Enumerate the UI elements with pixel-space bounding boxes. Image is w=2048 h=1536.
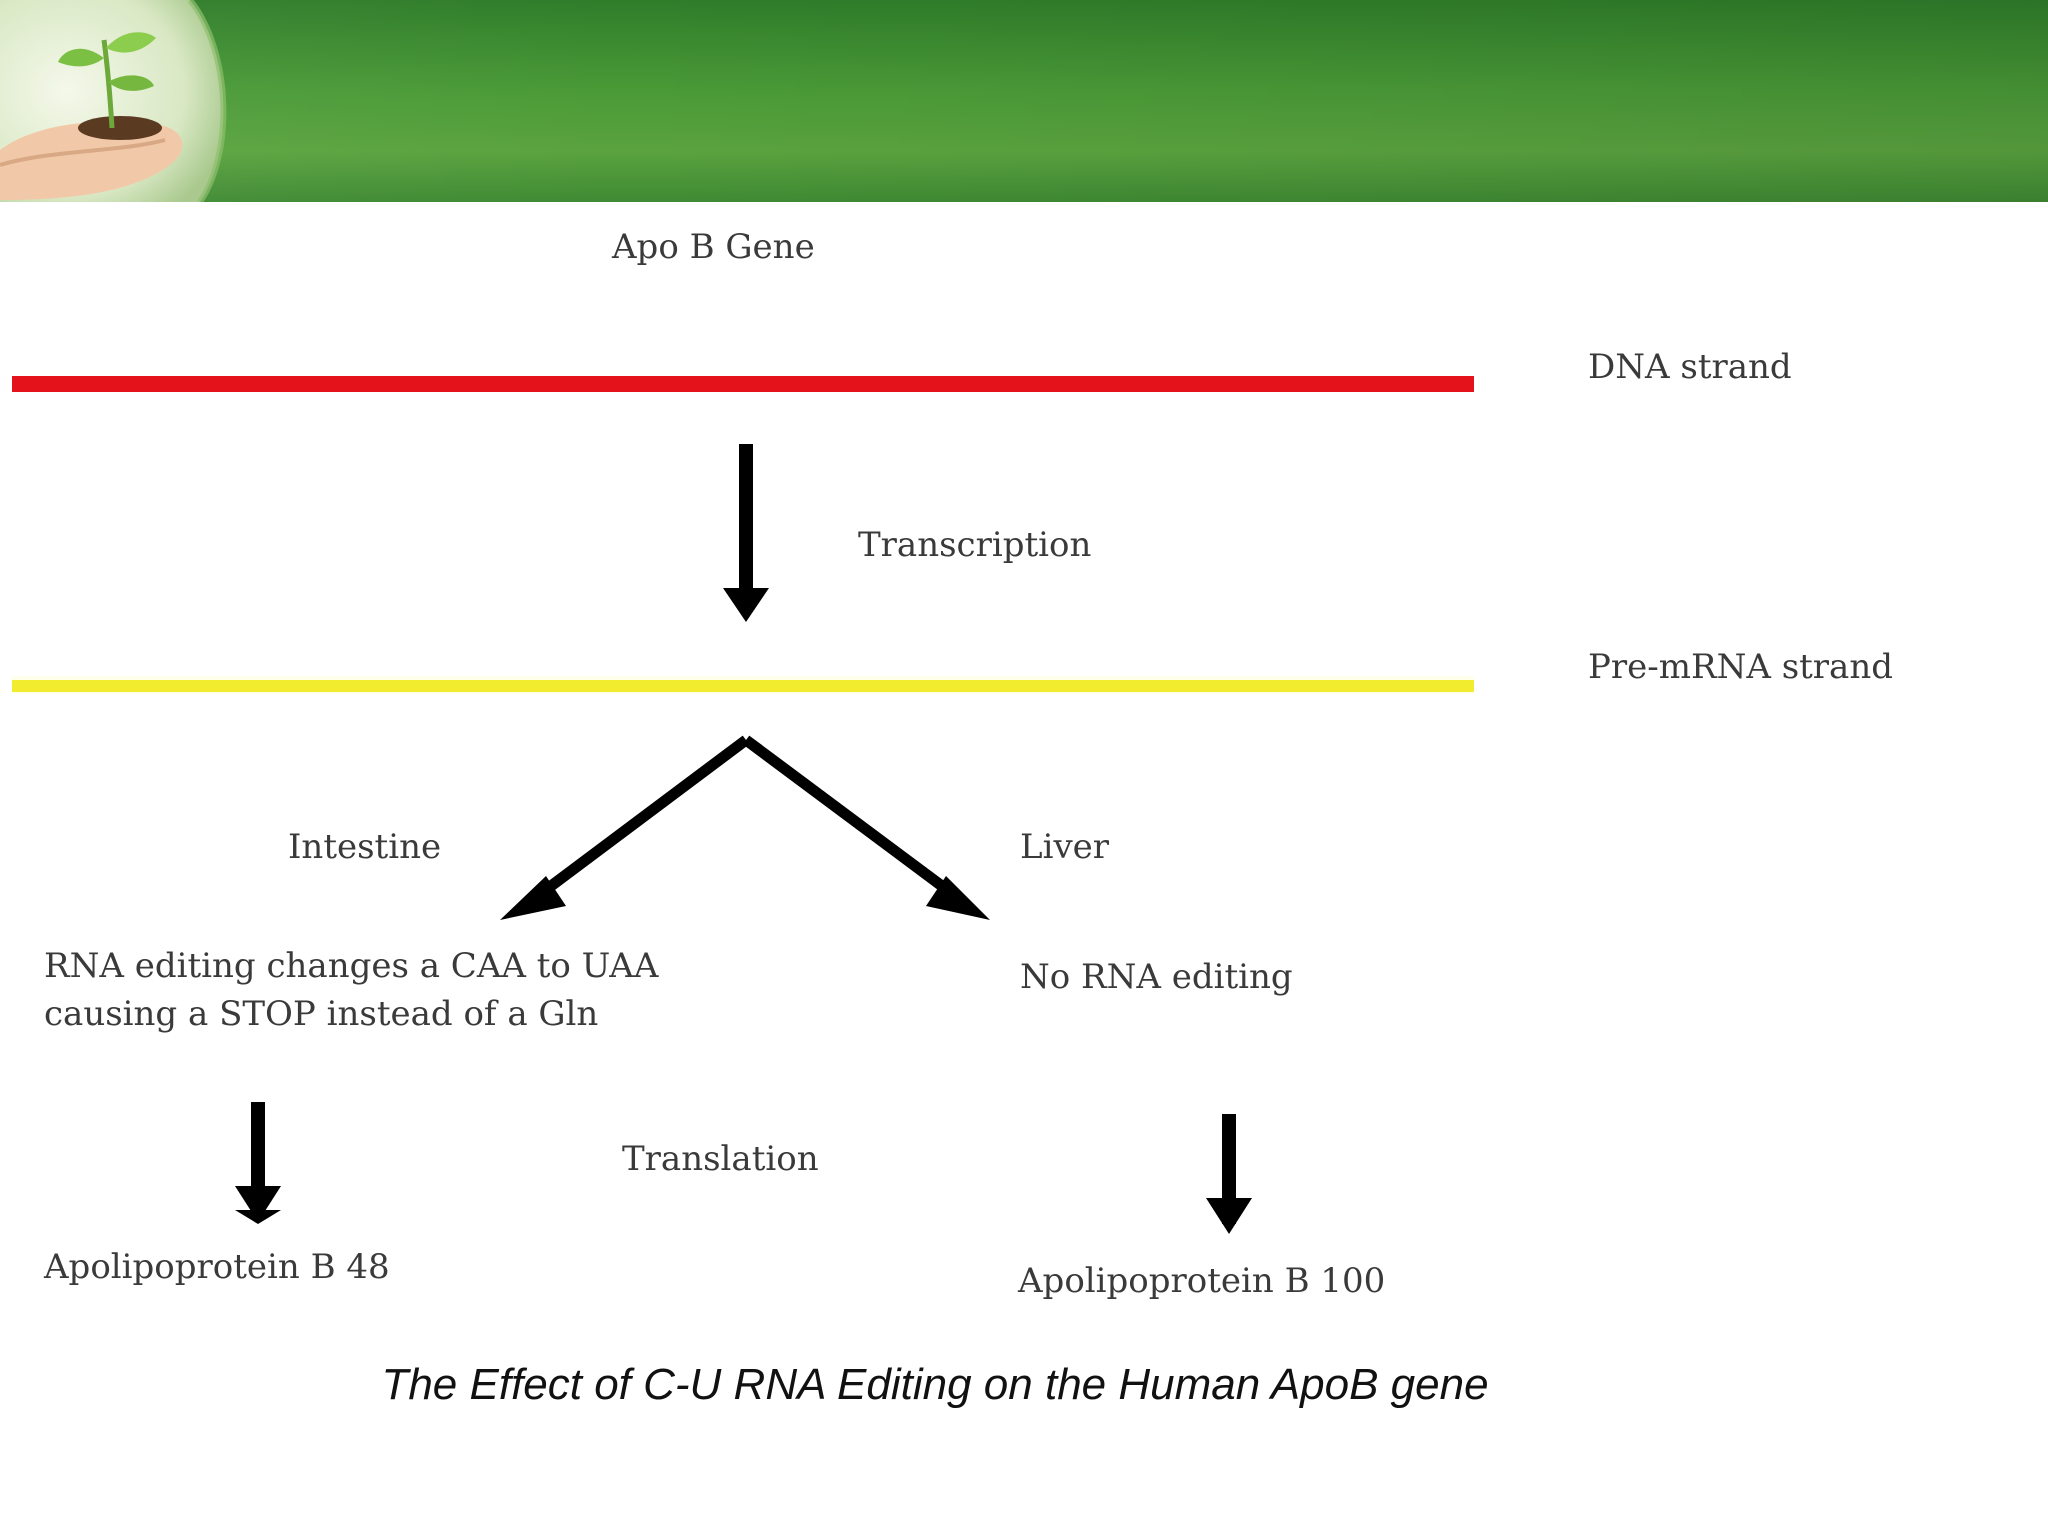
seedling-in-hand-icon	[0, 0, 227, 202]
liver-editing-text: No RNA editing	[1020, 957, 1293, 997]
premrna-strand-line	[12, 676, 1474, 694]
liver-label: Liver	[1020, 827, 1110, 867]
translation-arrow-intestine	[235, 1102, 281, 1224]
premrna-strand-label: Pre-mRNA strand	[1588, 647, 1893, 687]
dna-strand-line	[12, 376, 1474, 392]
intestine-product-label: Apolipoprotein B 48	[44, 1247, 390, 1287]
header-banner	[0, 0, 2048, 202]
figure-caption: The Effect of C-U RNA Editing on the Hum…	[381, 1360, 1489, 1409]
transcription-arrow	[723, 444, 769, 622]
transcription-label: Transcription	[858, 525, 1092, 565]
gene-label: Apo B Gene	[612, 227, 815, 267]
branch-arrow-liver	[742, 735, 990, 920]
dna-strand-label: DNA strand	[1588, 347, 1792, 387]
intestine-editing-text: RNA editing changes a CAA to UAA causing…	[44, 946, 659, 1034]
intestine-label: Intestine	[288, 827, 442, 867]
branch-arrow-intestine	[500, 735, 750, 920]
translation-arrow-liver	[1206, 1114, 1252, 1234]
banner-shade	[0, 0, 2048, 202]
translation-label: Translation	[622, 1139, 819, 1179]
liver-product-label: Apolipoprotein B 100	[1018, 1261, 1386, 1301]
